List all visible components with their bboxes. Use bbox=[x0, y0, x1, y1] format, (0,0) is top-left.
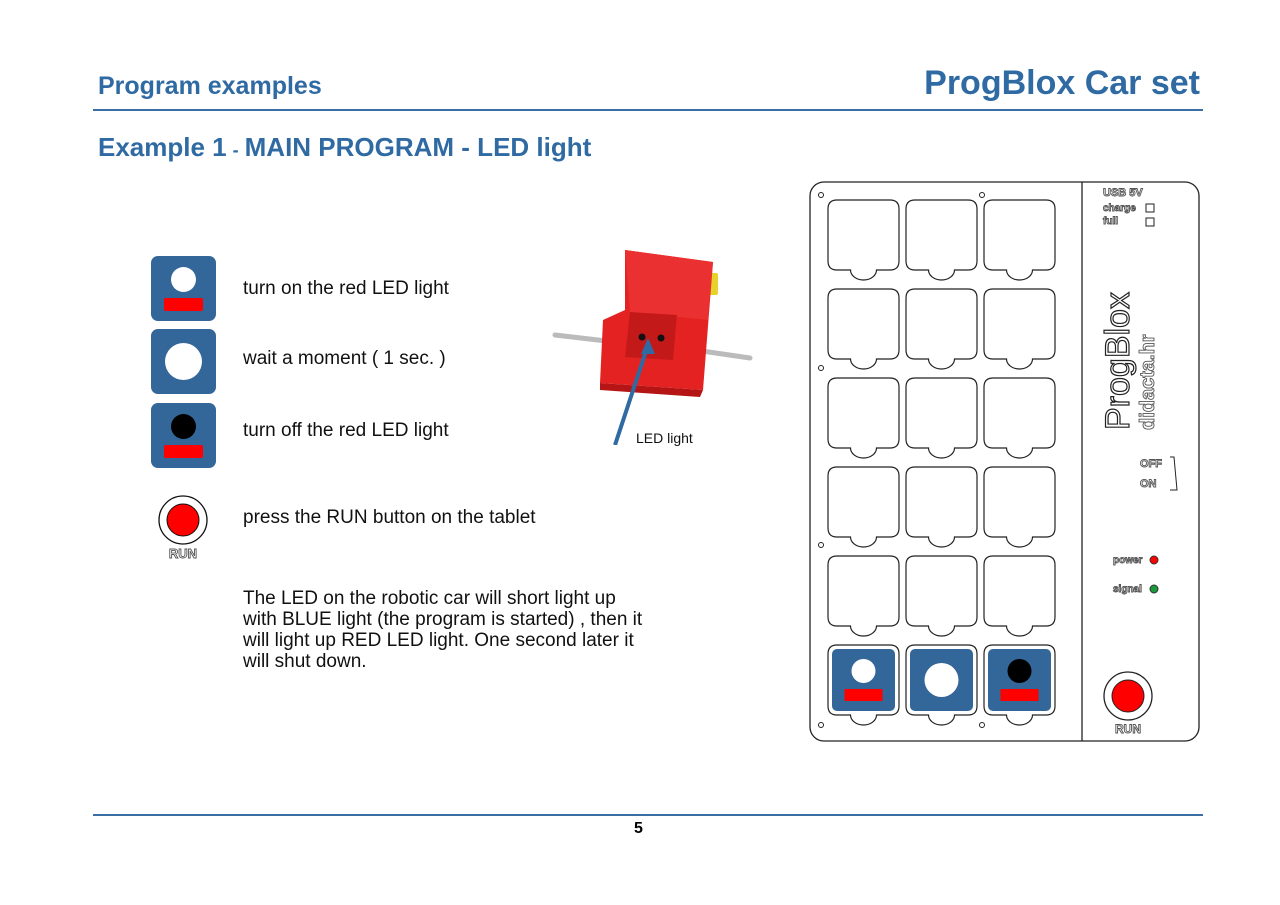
block-slot[interactable] bbox=[983, 555, 1056, 637]
product-title: ProgBlox Car set bbox=[924, 64, 1200, 102]
block-slot[interactable] bbox=[827, 199, 900, 281]
charge-indicator bbox=[1145, 203, 1155, 213]
dash: - bbox=[232, 140, 239, 160]
block-slot[interactable] bbox=[905, 555, 978, 637]
block-slot[interactable] bbox=[905, 377, 978, 459]
block-slot[interactable] bbox=[983, 466, 1056, 548]
power-label: power bbox=[1113, 555, 1143, 566]
wait-block-icon bbox=[151, 329, 216, 394]
usb-label: USB 5V bbox=[1103, 187, 1143, 199]
led-off-block-icon bbox=[988, 649, 1051, 711]
block-slot[interactable] bbox=[827, 377, 900, 459]
signal-led-icon bbox=[1149, 584, 1159, 594]
led-on-block-icon bbox=[151, 256, 216, 321]
section-title: Program examples bbox=[98, 72, 322, 100]
charge-label: charge bbox=[1103, 203, 1136, 214]
block-slot[interactable] bbox=[905, 466, 978, 548]
run-label: RUN bbox=[169, 546, 197, 561]
led-callout-label: LED light bbox=[636, 430, 693, 446]
power-switch[interactable] bbox=[1170, 456, 1178, 491]
block-slots bbox=[827, 199, 1056, 726]
block-slot[interactable] bbox=[827, 555, 900, 637]
progblox-tablet: USB 5V charge full ProgBlox didacta.hr O… bbox=[809, 181, 1200, 742]
wait-block-icon bbox=[910, 649, 973, 711]
block-slot[interactable] bbox=[905, 199, 978, 281]
signal-label: signal bbox=[1113, 584, 1142, 595]
tablet-run-button[interactable] bbox=[1103, 671, 1153, 721]
off-label: OFF bbox=[1140, 458, 1162, 470]
full-label: full bbox=[1103, 216, 1118, 227]
run-button-icon: RUN bbox=[158, 495, 208, 561]
footer-divider bbox=[93, 814, 1203, 816]
description: The LED on the robotic car will short li… bbox=[243, 588, 643, 672]
example-name: MAIN PROGRAM - LED light bbox=[244, 132, 592, 162]
example-number: Example 1 bbox=[98, 132, 227, 162]
step-text: press the RUN button on the tablet bbox=[243, 507, 536, 528]
site-label: didacta.hr bbox=[1137, 334, 1159, 430]
step-text: wait a moment ( 1 sec. ) bbox=[243, 348, 446, 369]
step-text: turn off the red LED light bbox=[243, 420, 449, 441]
block-slot[interactable] bbox=[983, 199, 1056, 281]
brand-logo: ProgBlox bbox=[1099, 292, 1137, 430]
step-text: turn on the red LED light bbox=[243, 278, 449, 299]
block-slot[interactable] bbox=[905, 288, 978, 370]
on-label: ON bbox=[1140, 478, 1157, 490]
power-led-icon bbox=[1149, 555, 1159, 565]
page-number: 5 bbox=[634, 820, 643, 837]
led-on-block-icon bbox=[832, 649, 895, 711]
led-off-block-icon bbox=[151, 403, 216, 468]
block-slot[interactable] bbox=[827, 466, 900, 548]
example-title: Example 1-MAIN PROGRAM - LED light bbox=[98, 132, 591, 163]
led-module-image bbox=[552, 250, 753, 445]
tablet-run-label: RUN bbox=[1115, 722, 1141, 736]
full-indicator bbox=[1145, 217, 1155, 227]
block-slot[interactable] bbox=[983, 288, 1056, 370]
header-divider bbox=[93, 109, 1203, 111]
block-slot[interactable] bbox=[827, 288, 900, 370]
block-slot[interactable] bbox=[983, 377, 1056, 459]
